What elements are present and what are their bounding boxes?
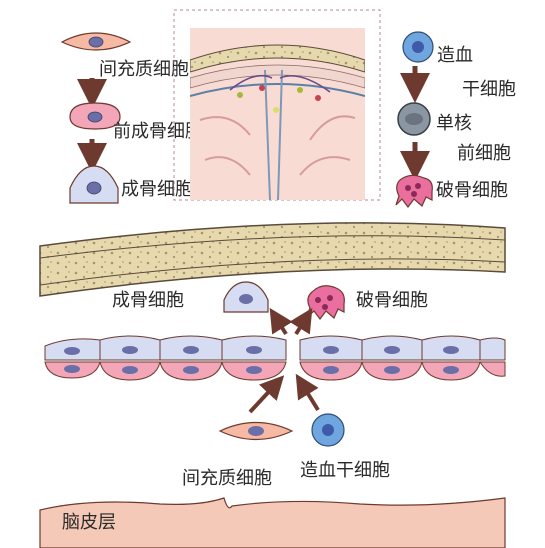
nucleus — [323, 346, 339, 354]
lining-cell — [479, 337, 506, 361]
nucleus — [246, 346, 262, 354]
inset-vessel — [229, 74, 331, 93]
nucleus — [239, 294, 253, 304]
inset-cell — [273, 107, 279, 113]
inset-cell — [297, 87, 303, 93]
nucleus — [384, 346, 400, 354]
inset-cell — [315, 95, 321, 101]
preosteoblast-layer — [44, 361, 506, 381]
arrow-mesenchymal-up — [248, 375, 285, 414]
osteoclast-lineage: 造血 干细胞 单核 前细胞 破骨细胞 — [395, 31, 516, 208]
nucleus — [87, 111, 103, 123]
lining-cell — [479, 361, 506, 377]
nucleus — [88, 36, 104, 48]
label-cortex: 脑皮层 — [62, 512, 116, 533]
skull-bone-band — [39, 222, 506, 297]
nucleus — [183, 366, 199, 374]
inset-vessel — [190, 83, 365, 97]
bone-inner-line — [39, 235, 506, 259]
bone-inner-line — [39, 258, 506, 286]
label-hsc-main: 造血干细胞 — [300, 460, 390, 481]
label-osteoblast-main: 成骨细胞 — [112, 290, 184, 311]
inset-dura — [190, 64, 365, 89]
nucleus — [86, 181, 102, 195]
label-preosteoblast-top: 前成骨细胞 — [113, 121, 203, 142]
osteoblast-lining-layer — [44, 335, 506, 361]
nucleus — [183, 346, 199, 354]
nucleus — [64, 347, 80, 355]
nucleus — [246, 366, 262, 374]
nucleus — [122, 366, 138, 374]
inset-cell — [259, 85, 265, 91]
osteoblast-lineage: 间充质细胞 前成骨细胞 成骨细胞 — [60, 32, 203, 204]
nucleus — [415, 183, 421, 189]
nucleus — [64, 365, 80, 373]
nucleus — [323, 366, 339, 374]
nucleus — [412, 41, 424, 53]
brain-cortex — [39, 497, 506, 548]
nucleus — [327, 295, 333, 301]
osteoclast-cell-main — [305, 285, 345, 320]
label-monocyte-top-2: 前细胞 — [457, 143, 511, 164]
label-osteoblast-top: 成骨细胞 — [121, 179, 193, 200]
nucleus — [122, 346, 138, 354]
label-hsc-top-2: 干细胞 — [462, 79, 516, 100]
nucleus — [443, 366, 459, 374]
label-hsc-top-1: 造血 — [437, 45, 473, 66]
label-osteoclast-top: 破骨细胞 — [436, 180, 508, 201]
brain-fold — [199, 115, 356, 141]
label-monocyte-top-1: 单核 — [436, 113, 472, 134]
skull-section-inset — [173, 9, 381, 201]
inset-cell — [237, 92, 243, 98]
nucleus — [411, 191, 417, 197]
nucleus — [443, 346, 459, 354]
nucleus — [248, 426, 264, 436]
nucleus — [315, 297, 321, 303]
label-mesenchymal-top: 间充质细胞 — [99, 59, 189, 80]
inset-bone — [190, 44, 365, 73]
nucleus — [322, 424, 334, 436]
arrow-hsc-up — [295, 373, 320, 412]
nucleus — [405, 185, 411, 191]
arrow-to-osteoclast — [289, 307, 313, 336]
inset-vessel — [264, 69, 283, 200]
label-mesenchymal-main: 间充质细胞 — [182, 468, 272, 489]
brain-fold — [204, 156, 351, 176]
nucleus — [322, 304, 328, 310]
nucleus — [405, 113, 423, 125]
nucleus — [384, 366, 400, 374]
arrow-to-osteoblast — [269, 307, 293, 336]
label-osteoclast-main: 破骨细胞 — [356, 290, 428, 311]
